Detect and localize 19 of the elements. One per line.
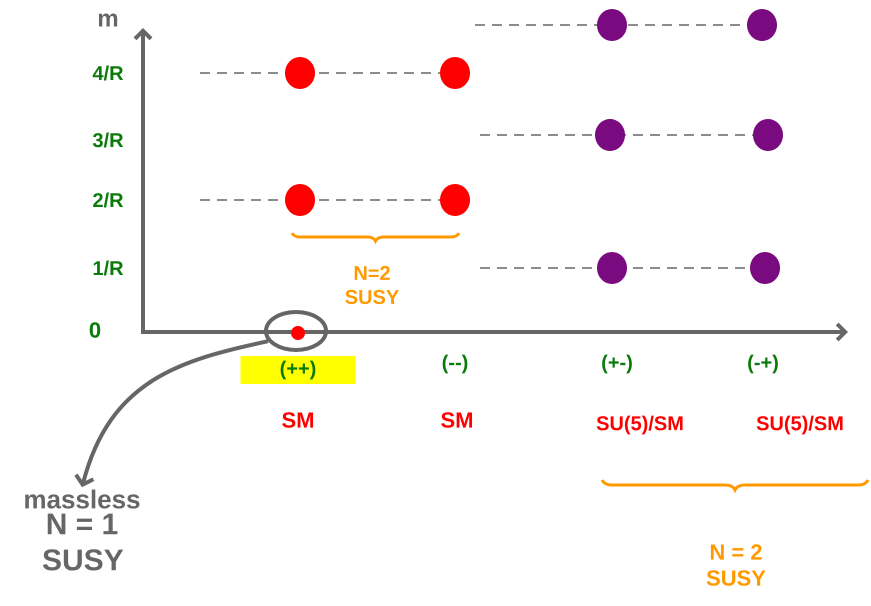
- tick-label: 2/R: [93, 192, 124, 208]
- sector-label: (+-): [602, 354, 632, 374]
- sector-label: SM: [282, 412, 314, 428]
- sector-label: SU(5)/SM: [596, 416, 683, 434]
- arrow: [74, 339, 268, 488]
- tick-label: 1/R: [94, 260, 124, 276]
- sector-label: SM: [441, 412, 472, 428]
- tick-label: 0: [90, 322, 100, 338]
- tick-label: 4/R: [92, 66, 124, 80]
- annotation-text: massless N = 1 SUSY: [25, 490, 140, 571]
- sector-label: (-+): [748, 354, 778, 374]
- brace-label: N=2 SUSY: [345, 266, 399, 304]
- sector-label: (++): [240, 356, 356, 384]
- axis-label: m: [98, 14, 118, 26]
- tick-label: 3/R: [92, 132, 124, 148]
- sector-label: SU(5)/SM: [756, 416, 843, 434]
- sector-label: (--): [442, 354, 468, 374]
- highlight-circle: [264, 310, 328, 352]
- brace-label: N = 2 SUSY: [706, 544, 766, 586]
